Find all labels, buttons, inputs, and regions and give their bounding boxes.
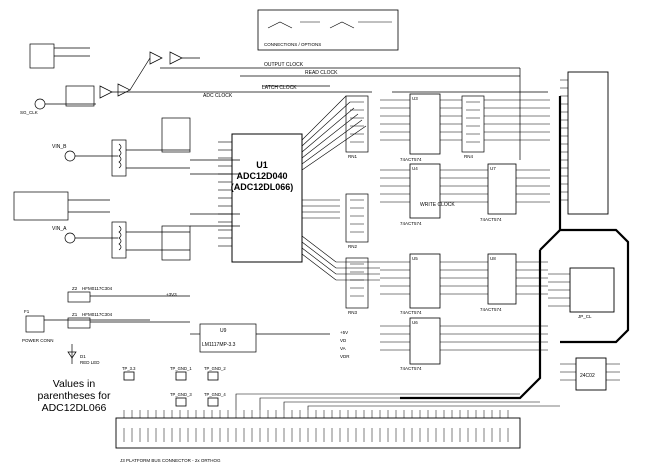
rail-3v3: +3V3 xyxy=(166,292,177,297)
adc-alt-part: (ADC12DL066) xyxy=(231,182,294,192)
rn2-label: RN2 xyxy=(348,244,357,249)
u3-part: 74ACT574 xyxy=(400,157,422,162)
latch-u7: U7 74ACT574 xyxy=(462,163,517,222)
resistor-pack-4 xyxy=(461,95,485,153)
resistor-pack-2 xyxy=(345,193,369,243)
tp-gnd2-label: TP_GND_2 xyxy=(204,366,226,371)
z2-part: HFM0117C304 xyxy=(82,286,113,291)
jp-cl-label: JP_CL xyxy=(578,314,592,319)
variant-note: Values in parentheses for ADC12DL066 xyxy=(18,378,130,414)
tp-33-label: TP_3.3 xyxy=(122,366,136,371)
latch-u3: U3 74ACT574 xyxy=(380,93,462,162)
latch-u5: U5 74ACT574 xyxy=(380,253,462,315)
power-conn-label: POWER CONN xyxy=(22,338,54,343)
u7-ref: U7 xyxy=(490,166,496,171)
jp-cl-header: JP_CL xyxy=(548,267,615,319)
fuse-label: F1 xyxy=(24,309,30,314)
rn3-label: RN3 xyxy=(348,310,357,315)
regulator-ref: U9 xyxy=(220,328,227,334)
resistor-pack-3 xyxy=(345,257,369,309)
latch-u8: U8 74ACT574 xyxy=(462,253,517,312)
rail-vdr: VDR xyxy=(340,354,350,359)
u5-part: 74ACT574 xyxy=(400,310,422,315)
variant-note-line-2: parentheses for xyxy=(37,390,111,402)
output-clock-label: OUTPUT CLOCK xyxy=(264,62,304,68)
latch-output-bus xyxy=(462,99,550,351)
u4-ref: U4 xyxy=(412,166,418,171)
u5-ref: U5 xyxy=(412,256,418,261)
rn1-label: RN1 xyxy=(348,154,357,159)
bottom-connector-label: J3 PLATFORM BUS CONNECTOR - 2x ORTHOG xyxy=(120,458,221,463)
latch-clock-label: LATCH CLOCK xyxy=(262,85,297,91)
bottom-connector xyxy=(115,393,560,449)
led-label: RED LED xyxy=(80,360,100,365)
led-ref: D1 xyxy=(80,354,86,359)
input-network-a xyxy=(13,191,240,261)
top-right-header xyxy=(560,71,609,215)
adc-data-bus xyxy=(301,95,380,281)
legend-box: CONNECTIONS / OPTIONS xyxy=(257,9,399,51)
u8-ref: U8 xyxy=(490,256,496,261)
input-b-label: VIN_B xyxy=(52,144,67,150)
u7-part: 74ACT574 xyxy=(480,217,502,222)
resistor-pack-1 xyxy=(345,95,369,153)
clock-bus xyxy=(160,67,548,160)
latch-u6: U6 74ACT574 xyxy=(380,317,462,371)
regulator-part: LM1117MP-3.3 xyxy=(202,342,236,348)
rail-vd: VD xyxy=(340,338,347,343)
eeprom-part: 24C02 xyxy=(580,373,595,379)
rn4-label: RN4 xyxy=(464,154,473,159)
variant-note-line-3: ADC12DL066 xyxy=(41,402,107,414)
sma-label: SG_CLK xyxy=(20,110,38,115)
legend-box-title: CONNECTIONS / OPTIONS xyxy=(264,42,321,47)
tp-gnd3-label: TP_GND_3 xyxy=(170,392,192,397)
z1-label: Z1 xyxy=(72,312,78,317)
u3-ref: U3 xyxy=(412,96,418,101)
bus-outline xyxy=(400,96,630,400)
z2-label: Z2 xyxy=(72,286,78,291)
adc-chip xyxy=(218,133,303,263)
u4-part: 74ACT574 xyxy=(400,221,422,226)
z1-part: HFM0117C304 xyxy=(82,312,113,317)
power-section xyxy=(25,291,330,364)
clock-input-section xyxy=(29,43,232,110)
tp-gnd1-label: TP_GND_1 xyxy=(170,366,192,371)
u6-ref: U6 xyxy=(412,320,418,325)
variant-note-line-1: Values in xyxy=(52,378,96,390)
eeprom: 24C02 xyxy=(560,357,620,391)
u6-part: 74ACT574 xyxy=(400,366,422,371)
adc-part: ADC12D040 xyxy=(236,171,287,181)
rail-va: VA xyxy=(340,346,346,351)
rail-5v: +5V xyxy=(340,330,348,335)
adc-clock-label: ADC CLOCK xyxy=(203,93,233,99)
tp-gnd4-label: TP_GND_4 xyxy=(204,392,226,397)
adc-ref: U1 xyxy=(256,160,268,170)
testpoints xyxy=(123,371,219,407)
input-a-label: VIN_A xyxy=(52,226,67,232)
write-clock-label: WRITE CLOCK xyxy=(420,202,455,208)
latch-u4: U4 74ACT574 xyxy=(380,163,462,226)
u8-part: 74ACT574 xyxy=(480,307,502,312)
input-network-b xyxy=(64,117,240,177)
read-clock-label: READ CLOCK xyxy=(305,70,338,76)
